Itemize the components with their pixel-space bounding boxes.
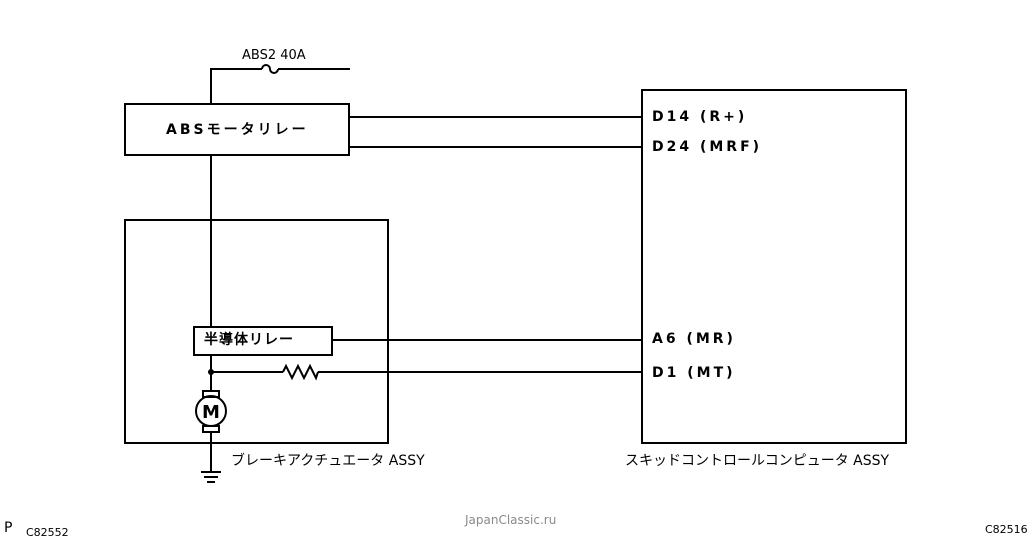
footer-letter: P: [4, 520, 13, 536]
semiconductor-relay-label: 半導体リレー: [204, 332, 294, 348]
abs-motor-relay-label: ABSモータリレー: [166, 122, 309, 138]
watermark: JapanClassic.ru: [465, 513, 557, 527]
pin-d1-label: D1 (MT): [652, 365, 736, 381]
footer-left-code: C82552: [26, 526, 69, 539]
fuse-label: ABS2 40A: [242, 48, 306, 63]
pin-d14-label: D14 (R+): [652, 109, 748, 125]
pin-d24-label: D24 (MRF): [652, 139, 763, 155]
junction-dot: [208, 369, 214, 375]
fuse-feed-wire: [210, 68, 258, 104]
brake-actuator-label: ブレーキアクチュエータ ASSY: [231, 453, 425, 469]
motor-bottom-brush: [202, 425, 220, 433]
skid-control-computer-box: [641, 89, 907, 444]
brake-actuator-box: [124, 219, 389, 444]
fuse-symbol: [258, 64, 282, 74]
abs-motor-relay-box: [124, 103, 350, 156]
pin-a6-label: A6 (MR): [652, 331, 736, 347]
footer-right-code: C82516: [985, 523, 1028, 536]
motor-symbol-letter: M: [202, 402, 220, 423]
resistor-symbol: [282, 363, 319, 381]
skid-control-computer-label: スキッドコントロールコンピュータ ASSY: [625, 453, 890, 469]
